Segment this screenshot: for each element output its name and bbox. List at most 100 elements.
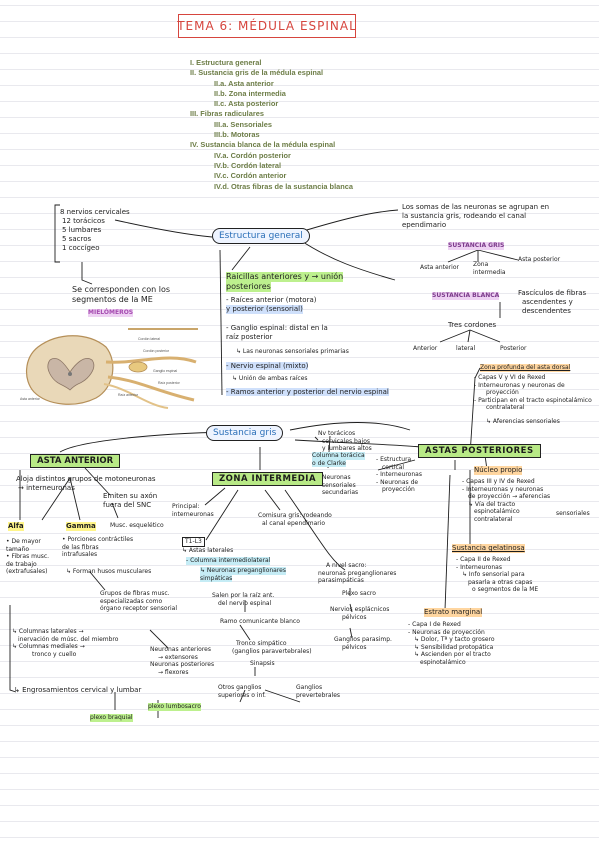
asta-anterior-heading: ASTA ANTERIOR <box>30 454 121 468</box>
plexo-braquial: plexo braquial <box>90 714 133 722</box>
note-line: contralateral <box>474 515 513 523</box>
musc-esqueletico: Musc. esquelético <box>110 522 164 529</box>
sg-part-asta-posterior: Asta posterior <box>518 256 561 263</box>
comisura-note: Comisura gris: rodeando al canal ependim… <box>258 512 332 527</box>
note-line: sensoriales <box>322 481 356 489</box>
note-line: o segmentos de la ME <box>472 586 539 593</box>
raices-note: - Raíces anterior (motora) y posterior (… <box>226 296 316 314</box>
note-line: Se corresponden con los <box>72 285 171 294</box>
gamma-label: Gamma <box>66 522 96 531</box>
note-line: Tronco simpático <box>236 640 287 647</box>
note-line: raíz posterior <box>226 333 273 341</box>
note-line: cervicales bajos <box>322 437 370 445</box>
note-line: fuera del SNC <box>103 501 152 509</box>
note-line: secundarias <box>322 489 359 496</box>
list-item: 1 coccígeo <box>62 244 100 252</box>
note-line: órgano receptor sensorial <box>100 605 178 612</box>
outline-item: II.c. Asta posterior <box>214 99 279 109</box>
note-line: intrafusales <box>62 551 98 558</box>
emiten-note: Emiten su axón fuera del SNC <box>103 492 157 510</box>
note-line: parasimpáticas <box>318 577 364 584</box>
note-line: - Neuronas de <box>376 478 419 486</box>
nervios-list: 8 nervios cervicales 12 torácicos 5 lumb… <box>60 208 130 253</box>
note-line: tronco y cuello <box>32 650 77 658</box>
note-line: ↳ Columnas laterales → <box>12 628 84 635</box>
tronco-simpatico: Tronco simpático (ganglios paravertebral… <box>232 640 312 655</box>
principal-note: Principal: interneuronas <box>172 503 214 518</box>
note-line: Comisura gris: rodeando <box>258 512 332 519</box>
somas-note: Los somas de las neuronas se agrupan en … <box>402 203 549 230</box>
aloja-note: Aloja distintos grupos de motoneuronas →… <box>16 475 156 493</box>
note-line: ↳ Neuronas preganglionares <box>200 567 287 575</box>
segmentos-note: Se corresponden con los segmentos de la … <box>72 285 170 305</box>
outline-item: IV. Sustancia blanca de la médula espina… <box>190 140 336 150</box>
note-line: espinotalámico <box>474 508 520 515</box>
note-line: • De mayor <box>6 538 41 545</box>
outline-item: II. Sustancia gris de la médula espinal <box>190 68 324 78</box>
note-line: - Capas III y IV de Rexed <box>462 478 535 485</box>
note-line: Aloja distintos grupos de motoneuronas <box>16 475 156 483</box>
note-line: - Nervio espinal (mixto) <box>226 362 309 370</box>
note-line: → flexores <box>158 668 189 676</box>
cordon-lateral: lateral <box>456 345 476 352</box>
outline-item: III.b. Motoras <box>214 130 260 140</box>
note-line: al canal ependimario <box>262 519 326 527</box>
note-line: Grupos de fibras musc. <box>100 590 170 597</box>
note-line: - Ramos anterior y posterior del nervio … <box>226 388 389 396</box>
astas-posteriores-heading: ASTAS POSTERIORES <box>418 444 541 458</box>
sustancia-blanca-label: SUSTANCIA BLANCA <box>432 292 500 300</box>
note-line: especializadas como <box>100 597 163 605</box>
outline-item: III. Fibras radiculares <box>190 109 264 119</box>
note-line: Columna torácica <box>312 452 365 460</box>
note-line: ↳ Sensibilidad protopática <box>414 643 494 651</box>
note-line: Principal: <box>172 503 200 510</box>
note-line: y lumbares altos <box>322 445 372 452</box>
note-line: Emiten su axón <box>103 492 158 500</box>
note-line: - Neuronas de proyección <box>408 628 485 636</box>
note-line: Los somas de las neuronas se agrupan en <box>402 203 550 211</box>
ramos-note: - Ramos anterior y posterior del nervio … <box>226 388 389 397</box>
nervio-espinal: - Nervio espinal (mixto) <box>226 362 309 371</box>
svg-text:Raíz anterior: Raíz anterior <box>118 393 139 397</box>
zona-profunda-label: Zona profunda del asta dorsal <box>480 364 571 372</box>
nervios-esplacnicos: Nervios esplácnicos pélvicos <box>330 606 389 621</box>
aferencias-note: ↳ Aferencias sensoriales <box>486 418 560 425</box>
sensoriales-label: sensoriales <box>556 510 590 517</box>
sg-part-zona-intermedia: Zona intermedia <box>473 261 506 276</box>
note-line: la sustancia gris, rodeando el canal <box>402 212 527 220</box>
note-line: simpáticas <box>200 574 233 582</box>
raicillas-note: Raicillas anteriores y → unión posterior… <box>226 272 344 292</box>
plexo-lumbosacro: plexo lumbosacro <box>148 703 201 711</box>
note-line: Fascículos de fibras <box>518 289 587 297</box>
zona-intermedia-heading: ZONA INTERMEDIA <box>212 472 324 486</box>
fasciculos-note: Fascículos de fibras ascendentes y desce… <box>518 289 586 316</box>
ganglio-note: - Ganglio espinal: distal en la raíz pos… <box>226 324 328 342</box>
ramo-comunicante: Ramo comunicante blanco <box>220 618 300 625</box>
note-line: - Capa I de Rexed <box>408 621 461 628</box>
note-line: Neuronas anteriores <box>150 646 211 653</box>
ganglios-prevertebrales: Ganglios prevertebrales <box>296 684 340 699</box>
estrato-marginal-label: Estrato marginal <box>424 608 483 617</box>
note-line: - Interneuronas y neuronas de <box>474 381 565 389</box>
nervios-toracicos-note: Nv torácicos cervicales bajos y lumbares… <box>318 430 372 453</box>
note-line: → interneuronas <box>18 484 75 492</box>
note-line: → extensores <box>158 653 198 661</box>
cordon-anterior: Anterior <box>413 345 438 352</box>
note-line: - Capa II de Rexed <box>456 556 511 563</box>
note-line: pélvicos <box>342 643 367 651</box>
note-line: (extrafusales) <box>6 568 48 575</box>
nucleo-propio-label: Núcleo propio <box>474 466 523 475</box>
ganglios-parasimpaticos: Ganglios parasimp. pélvicos <box>334 636 392 651</box>
columna-clarke: Columna torácica o de Clarke <box>312 452 365 467</box>
sg-part-asta-anterior: Asta anterior <box>420 264 459 271</box>
t1-l3-label: T1-L3 <box>182 537 205 547</box>
note-line: - Raíces anterior (motora) <box>226 296 317 304</box>
note-line: Ganglios <box>296 684 323 691</box>
note-line: ↳ Vía del tracto <box>468 500 516 508</box>
estrato-items: - Capa I de Rexed - Neuronas de proyecci… <box>408 621 495 666</box>
gamma-desc: • Porciones contráctiles de las fibras i… <box>62 536 133 559</box>
zona-profunda-items: - Capas V y VI de Rexed - Interneuronas … <box>474 374 592 412</box>
svg-text:Ganglio espinal: Ganglio espinal <box>153 369 177 373</box>
astas-laterales: ↳ Astas laterales <box>182 547 234 554</box>
note-line: tamaño <box>6 545 30 553</box>
